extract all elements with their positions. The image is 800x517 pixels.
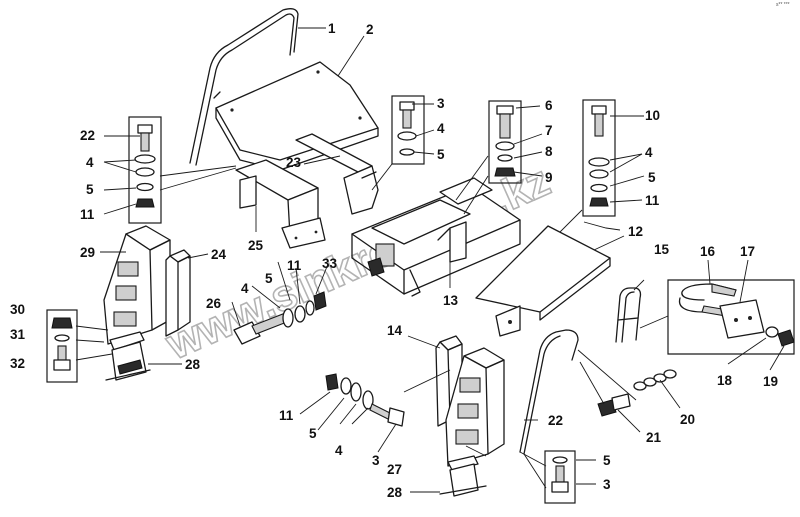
callout-32: 32 bbox=[10, 356, 25, 371]
corner-mark: s** *** bbox=[776, 2, 790, 8]
part-support-stand-25 bbox=[235, 159, 326, 249]
callout-30: 30 bbox=[10, 302, 25, 317]
callout-4-mid: 4 bbox=[241, 281, 249, 296]
callout-11-right: 11 bbox=[645, 193, 660, 208]
callout-11-bottom: 11 bbox=[279, 408, 294, 423]
callout-5-top: 5 bbox=[437, 147, 445, 162]
callout-3-br: 3 bbox=[603, 477, 611, 492]
callout-3-top: 3 bbox=[437, 96, 445, 111]
callout-33: 33 bbox=[322, 256, 338, 271]
part-bracket-23 bbox=[295, 133, 379, 215]
part-cover-plate-2 bbox=[215, 61, 379, 171]
callout-11-mid: 11 bbox=[287, 258, 302, 273]
callout-29: 29 bbox=[80, 245, 95, 260]
callout-28-left: 28 bbox=[185, 357, 201, 372]
box-plate-assembly bbox=[667, 279, 795, 355]
callout-2: 2 bbox=[366, 22, 374, 37]
part-central-frame-13 bbox=[351, 177, 521, 297]
callout-31: 31 bbox=[10, 327, 26, 342]
callout-13: 13 bbox=[443, 293, 459, 308]
callout-21: 21 bbox=[646, 430, 662, 445]
callout-labels: 1 2 3 4 5 6 7 8 9 10 22 4 5 11 23 4 5 11… bbox=[10, 21, 778, 500]
callout-16: 16 bbox=[700, 244, 716, 259]
callout-14: 14 bbox=[387, 323, 403, 338]
bolt-assembly-26 bbox=[233, 291, 327, 345]
callout-4-bottom: 4 bbox=[335, 443, 343, 458]
callout-22-left: 22 bbox=[80, 128, 95, 143]
callout-24: 24 bbox=[211, 247, 227, 262]
callout-17: 17 bbox=[740, 244, 755, 259]
part-base-bracket-28a bbox=[105, 331, 151, 381]
callout-28-right: 28 bbox=[387, 485, 403, 500]
bolt-assembly-bottom bbox=[325, 373, 405, 427]
bolt-stack-6-9 bbox=[488, 100, 522, 184]
callout-22-right: 22 bbox=[548, 413, 563, 428]
part-ubolt-15 bbox=[615, 287, 642, 343]
bolt-stack-right bbox=[582, 99, 616, 217]
part-handle-rail-1 bbox=[189, 8, 299, 166]
callout-4-top: 4 bbox=[437, 121, 445, 136]
callout-26: 26 bbox=[206, 296, 222, 311]
callout-27: 27 bbox=[387, 462, 402, 477]
callout-20: 20 bbox=[680, 412, 695, 427]
callout-18: 18 bbox=[717, 373, 733, 388]
callout-5-left: 5 bbox=[86, 182, 94, 197]
callout-9: 9 bbox=[545, 170, 553, 185]
part-side-post-27 bbox=[445, 347, 505, 467]
part-handle-22b bbox=[519, 329, 579, 455]
bolt-stack-bottom-right bbox=[544, 450, 576, 504]
callout-19: 19 bbox=[763, 374, 778, 389]
callout-1: 1 bbox=[328, 21, 336, 36]
callout-11-left: 11 bbox=[80, 207, 95, 222]
callout-3-bottom: 3 bbox=[372, 453, 380, 468]
callout-10: 10 bbox=[645, 108, 660, 123]
callout-4-right: 4 bbox=[645, 145, 653, 160]
callout-8: 8 bbox=[545, 144, 553, 159]
part-base-bracket-28b bbox=[439, 455, 487, 497]
part-side-post-24 bbox=[165, 249, 191, 337]
bolt-stack-30-32 bbox=[46, 309, 78, 383]
callout-5-right: 5 bbox=[648, 170, 656, 185]
callout-5-mid: 5 bbox=[265, 271, 273, 286]
callout-12: 12 bbox=[628, 224, 643, 239]
bolt-stack-left bbox=[128, 116, 162, 224]
part-side-post-29 bbox=[103, 225, 171, 345]
callout-6: 6 bbox=[545, 98, 553, 113]
callout-5-bottom: 5 bbox=[309, 426, 317, 441]
callout-15: 15 bbox=[654, 242, 670, 257]
part-long-plate-12 bbox=[475, 225, 611, 337]
callout-23: 23 bbox=[286, 155, 302, 170]
callout-7: 7 bbox=[545, 123, 553, 138]
bolt-stack-top-center bbox=[391, 95, 425, 165]
part-block-21 bbox=[597, 393, 631, 417]
leader-lines bbox=[75, 27, 785, 493]
callout-4-left: 4 bbox=[86, 155, 94, 170]
callout-25: 25 bbox=[248, 238, 264, 253]
callout-5-br: 5 bbox=[603, 453, 611, 468]
part-chain-20 bbox=[633, 369, 677, 391]
